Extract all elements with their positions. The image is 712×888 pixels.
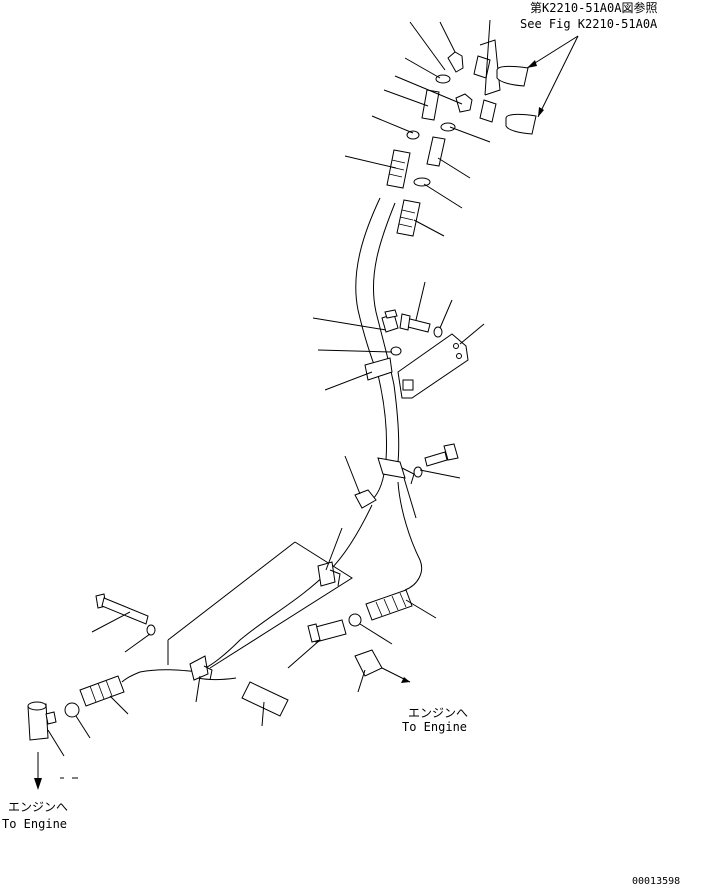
reference-arrows bbox=[526, 35, 579, 118]
outlet-left-english: To Engine bbox=[2, 817, 67, 831]
lower-left-parts bbox=[27, 561, 341, 790]
lower-right-fittings bbox=[307, 589, 413, 683]
frame-outline bbox=[167, 541, 353, 669]
lower-clamp bbox=[354, 443, 459, 509]
outlet-left-japanese: エンジンへ bbox=[8, 800, 68, 814]
outlet-right-japanese: エンジンへ bbox=[408, 706, 468, 720]
reference-japanese: 第K2210-51A0A図参照 bbox=[530, 0, 657, 15]
reference-english: See Fig K2210-51A0A bbox=[520, 17, 658, 31]
middle-bracket bbox=[364, 309, 469, 399]
top-fittings bbox=[386, 39, 537, 237]
leader-lines bbox=[47, 19, 491, 757]
drawing-number: 00013598 bbox=[632, 876, 680, 887]
outlet-right-english: To Engine bbox=[402, 720, 467, 734]
